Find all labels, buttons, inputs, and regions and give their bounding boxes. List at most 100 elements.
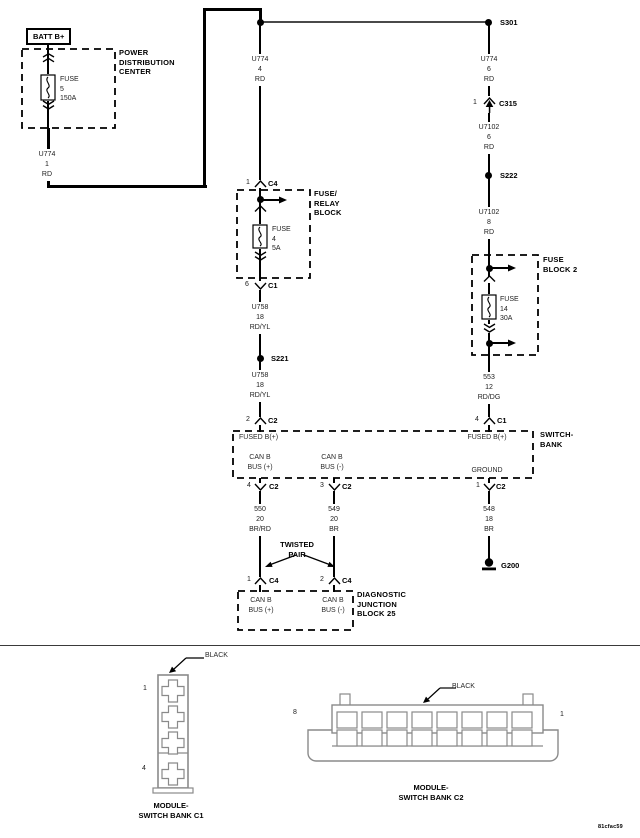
connector-pin: 2 <box>320 576 324 583</box>
djb-can-b-minus: CAN B BUS (-) <box>321 597 345 614</box>
pdc-title: POWER DISTRIBUTION CENTER <box>119 48 175 76</box>
connector-view-pin: 1 <box>143 685 147 692</box>
fuse-symbol <box>40 74 56 101</box>
wire-can-minus <box>333 478 335 484</box>
connector-view-pin: 8 <box>293 709 297 716</box>
twisted-pair-label: TWISTED PAIR <box>278 540 316 559</box>
connector-name-c4: C4 <box>268 179 278 188</box>
wire <box>488 478 490 484</box>
wire-splice-run <box>260 21 489 23</box>
connector-name-c315: C315 <box>499 99 517 108</box>
connector-view-pin: 4 <box>142 765 146 772</box>
black-leader-arrow-icon <box>169 657 204 673</box>
fuse-block-2-title: FUSE BLOCK 2 <box>543 255 578 274</box>
connector-symbol-c1 <box>482 417 496 425</box>
connector-symbol-c2 <box>327 483 341 491</box>
bank-ground: GROUND <box>471 467 503 474</box>
connector-pin: 6 <box>245 281 249 288</box>
module-switch-bank-c2-caption: MODULE- SWITCH BANK C2 <box>398 783 464 802</box>
wire-label-550: 550 20 BR/RD <box>246 504 274 536</box>
wire-label-549: 549 20 BR <box>325 504 343 536</box>
connector-symbol-c2 <box>253 417 267 425</box>
junction-dot <box>256 18 264 26</box>
arrow-up-icon <box>254 205 266 212</box>
junction-dot <box>256 196 264 203</box>
fuse-block-2-box <box>471 254 539 356</box>
fuse-symbol <box>252 224 268 249</box>
ground-symbol-icon <box>482 558 496 571</box>
connector-name-c4: C4 <box>269 576 279 585</box>
splice-dot-s221 <box>256 354 264 362</box>
connector-name-c1: C1 <box>268 281 278 290</box>
connector-pin: 1 <box>476 482 480 489</box>
connector-pin: 1 <box>246 179 250 186</box>
splice-dot-s222 <box>485 171 492 179</box>
wire <box>488 283 490 295</box>
wire <box>259 247 261 281</box>
bank-fused-b-left: FUSED B(+) <box>239 434 279 441</box>
arrow-up-icon <box>483 275 495 282</box>
wire-batt-feed <box>46 185 207 188</box>
connector-name-c2: C2 <box>496 482 506 491</box>
splice-dot-s301 <box>485 18 492 26</box>
wire-label-548: 548 18 BR <box>480 504 498 536</box>
module-switch-bank-c2-diagram <box>307 693 559 762</box>
switch-bank-box <box>232 430 534 479</box>
fuse-relay-block-box <box>236 189 311 279</box>
connector-view-pin: 1 <box>560 711 564 718</box>
connector-symbol-c4 <box>253 180 267 188</box>
connector-color-label: BLACK <box>205 652 228 659</box>
connector-name-c2: C2 <box>342 482 352 491</box>
diagram-watermark: 81cfac59 <box>598 824 623 830</box>
connector-color-label: BLACK <box>452 683 475 690</box>
wire-label-u7102-8: U7102 8 RD <box>475 207 503 239</box>
bank-can-b-minus: CAN B BUS (-) <box>320 454 344 471</box>
connector-symbol-c2 <box>253 483 267 491</box>
black-leader-arrow-icon <box>423 687 456 703</box>
wire <box>259 22 261 182</box>
wire-batt-feed <box>203 8 206 188</box>
module-switch-bank-c1-caption: MODULE- SWITCH BANK C1 <box>138 801 204 820</box>
connector-pin: 4 <box>475 416 479 423</box>
diagnostic-junction-block-box <box>237 590 354 631</box>
twisted-pair-arrows-icon <box>265 554 335 567</box>
connector-name-c4: C4 <box>342 576 352 585</box>
pdc-box <box>21 48 116 129</box>
switch-bank-title: SWITCH- BANK <box>540 430 574 449</box>
frb-fuse-label: FUSE 4 5A <box>272 226 291 252</box>
wire <box>259 188 261 226</box>
connector-name-c2: C2 <box>269 482 279 491</box>
connector-symbol-c2 <box>482 483 496 491</box>
connector-name-c2: C2 <box>268 416 278 425</box>
wire-label-u774-6: U774 6 RD <box>477 54 501 86</box>
wire-can-plus <box>259 478 261 484</box>
wire-can-plus <box>259 584 261 592</box>
splice-label-s222: S222 <box>500 171 518 180</box>
wire-label-u7102-6: U7102 6 RD <box>475 122 503 154</box>
bank-fused-b-right: FUSED B(+) <box>467 434 507 441</box>
connector-pin: 1 <box>473 99 477 106</box>
arrow-down-icon <box>254 251 266 261</box>
diagnostic-junction-block-title: DIAGNOSTIC JUNCTION BLOCK 25 <box>357 590 407 618</box>
djb-can-b-plus: CAN B BUS (+) <box>248 597 274 614</box>
connector-pin: 3 <box>320 482 324 489</box>
wire-can-minus <box>333 584 335 592</box>
arrow-down-icon <box>483 323 495 333</box>
fb2-fuse-label: FUSE 14 30A <box>500 296 519 322</box>
battery-feed-label: BATT B+ <box>33 32 65 41</box>
module-switch-bank-c1-diagram <box>152 674 194 794</box>
pdc-fuse-label: FUSE 5 150A <box>60 76 79 102</box>
wire-label-u774-1: U774 1 RD <box>35 149 59 181</box>
wire-batt-feed <box>203 8 262 11</box>
connector-pin: 1 <box>247 576 251 583</box>
connector-symbol-c315 <box>482 96 496 113</box>
branch-arrow-icon <box>492 339 516 347</box>
fuse-relay-block-title: FUSE/ RELAY BLOCK <box>314 189 342 217</box>
arrow-down-icon <box>42 100 54 110</box>
wire <box>259 289 261 417</box>
splice-label-s221: S221 <box>271 354 289 363</box>
wire <box>488 319 490 324</box>
wire-label-553: 553 12 RD/DG <box>474 372 504 404</box>
connector-pin: 4 <box>247 482 251 489</box>
